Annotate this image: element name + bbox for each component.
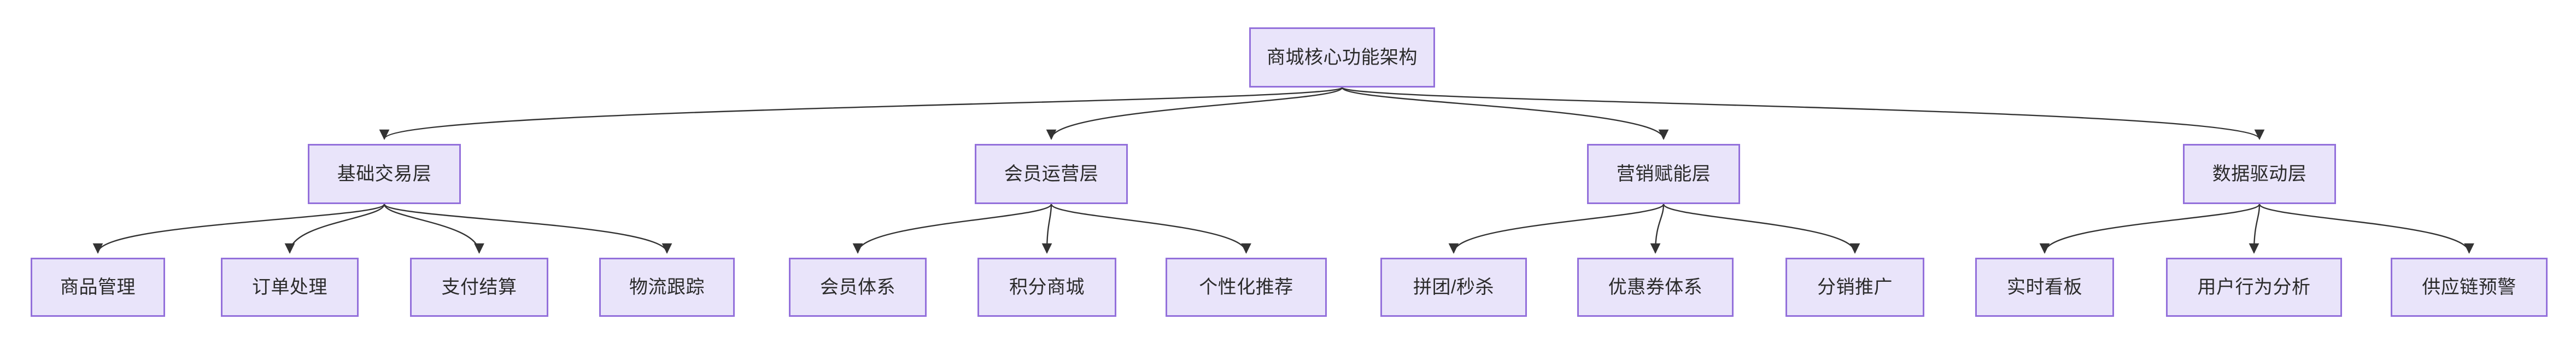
node-label: 商城核心功能架构 <box>1267 47 1418 68</box>
node-label: 营销赋能层 <box>1616 163 1711 184</box>
edge-l1-2-to-l2-7 <box>1448 204 1665 254</box>
edge-root-to-l1-0 <box>379 86 1343 140</box>
node-label: 数据驱动层 <box>2212 163 2307 184</box>
edge-l1-1-to-l2-5 <box>1041 204 1052 254</box>
node-l2-8[interactable]: 优惠券体系 <box>1577 258 1734 317</box>
node-l2-1[interactable]: 订单处理 <box>221 258 359 317</box>
node-l2-3[interactable]: 物流跟踪 <box>599 258 735 317</box>
node-l2-2[interactable]: 支付结算 <box>410 258 548 317</box>
edge-root-to-l1-2 <box>1341 86 1669 140</box>
node-l1-3[interactable]: 数据驱动层 <box>2183 144 2336 204</box>
node-label: 拼团/秒杀 <box>1413 276 1494 298</box>
edge-l1-2-to-l2-8 <box>1650 204 1665 254</box>
edge-l1-3-to-l2-12 <box>2258 204 2474 254</box>
node-root[interactable]: 商城核心功能架构 <box>1249 27 1435 88</box>
edge-l1-0-to-l2-0 <box>92 203 385 254</box>
edge-l1-1-to-l2-6 <box>1050 204 1251 254</box>
node-label: 积分商城 <box>1009 276 1085 298</box>
node-l2-10[interactable]: 实时看板 <box>1975 258 2114 317</box>
node-l2-9[interactable]: 分销推广 <box>1785 258 1924 317</box>
edge-l1-1-to-l2-4 <box>852 204 1052 254</box>
node-l2-7[interactable]: 拼团/秒杀 <box>1380 258 1527 317</box>
edge-l1-2-to-l2-9 <box>1662 204 1860 254</box>
edge-l1-0-to-l2-2 <box>383 204 484 254</box>
edge-l1-3-to-l2-10 <box>2039 204 2261 254</box>
node-l1-0[interactable]: 基础交易层 <box>308 144 461 204</box>
edge-root-to-l1-3 <box>1341 86 2264 140</box>
node-l2-5[interactable]: 积分商城 <box>977 258 1116 317</box>
node-l2-6[interactable]: 个性化推荐 <box>1166 258 1327 317</box>
node-l2-11[interactable]: 用户行为分析 <box>2166 258 2342 317</box>
node-label: 实时看板 <box>2007 276 2082 298</box>
node-label: 会员体系 <box>820 276 895 298</box>
node-l2-4[interactable]: 会员体系 <box>789 258 927 317</box>
node-label: 优惠券体系 <box>1608 276 1703 298</box>
node-label: 用户行为分析 <box>2197 276 2311 298</box>
edge-root-to-l1-1 <box>1046 87 1343 140</box>
edge-l1-0-to-l2-1 <box>284 204 385 254</box>
node-l1-2[interactable]: 营销赋能层 <box>1587 144 1740 204</box>
node-label: 商品管理 <box>60 276 136 298</box>
node-label: 个性化推荐 <box>1199 276 1293 298</box>
node-label: 分销推广 <box>1817 276 1893 298</box>
edge-l1-3-to-l2-11 <box>2249 204 2261 254</box>
node-l2-12[interactable]: 供应链预警 <box>2391 258 2548 317</box>
node-l2-0[interactable]: 商品管理 <box>31 258 165 317</box>
node-label: 会员运营层 <box>1004 163 1099 184</box>
node-label: 物流跟踪 <box>629 276 705 298</box>
edge-l1-0-to-l2-3 <box>383 203 672 254</box>
node-label: 供应链预警 <box>2422 276 2516 298</box>
node-label: 支付结算 <box>441 276 517 298</box>
node-l1-1[interactable]: 会员运营层 <box>975 144 1128 204</box>
node-label: 基础交易层 <box>337 163 432 184</box>
node-label: 订单处理 <box>252 276 327 298</box>
